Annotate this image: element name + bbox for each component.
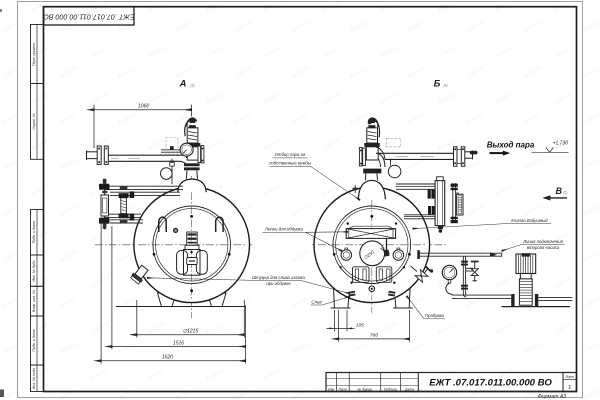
svg-text:Линия подключения: Линия подключения (522, 239, 564, 244)
svg-text:Инв. № дубл.: Инв. № дубл. (32, 260, 36, 282)
svg-text:Б: Б (434, 79, 441, 90)
svg-text:Отбор пара на: Отбор пара на (275, 152, 306, 157)
svg-text:(1): (1) (444, 84, 448, 88)
svg-text:Лист: Лист (337, 387, 347, 391)
svg-text:Продувка: Продувка (425, 313, 445, 318)
svg-text:Дата: Дата (404, 387, 414, 391)
svg-text:780: 780 (370, 333, 378, 339)
svg-text:1060: 1060 (138, 104, 150, 110)
svg-text:Штуцер для слива шлама: Штуцер для слива шлама (252, 275, 305, 280)
svg-text:Формат А3: Формат А3 (538, 394, 566, 400)
svg-text:Взам. инв. №: Взам. инв. № (32, 290, 36, 312)
svg-text:∅1215: ∅1215 (183, 329, 199, 335)
svg-text:1: 1 (568, 385, 571, 391)
svg-text:при обдувке: при обдувке (266, 281, 291, 286)
svg-text:Клапан Вздушный: Клапан Вздушный (511, 218, 548, 223)
svg-text:А: А (179, 79, 187, 90)
svg-text:собственные нужды: собственные нужды (269, 161, 312, 166)
svg-text:Подп. и дата: Подп. и дата (32, 221, 36, 244)
svg-text:Изм: Изм (328, 387, 335, 391)
svg-text:(1): (1) (563, 190, 567, 194)
svg-text:Перв. примен.: Перв. примен. (32, 42, 36, 66)
svg-text:ЕЖТ .07.017.011.00.000 ВО: ЕЖТ .07.017.011.00.000 ВО (43, 12, 135, 21)
svg-text:второго насоса: второго насоса (527, 245, 560, 250)
svg-text:Справ. №: Справ. № (32, 113, 36, 129)
svg-text:(1): (1) (191, 84, 195, 88)
svg-text:Лист: Лист (564, 375, 574, 379)
svg-text:Инв. № подл.: Инв. № подл. (32, 367, 36, 389)
svg-text:Подпись: Подпись (384, 387, 398, 391)
svg-text:∅250: ∅250 (363, 249, 376, 260)
svg-text:Выход пара: Выход пара (487, 141, 535, 150)
svg-text:+1,730: +1,730 (553, 141, 569, 147)
svg-text:1620: 1620 (162, 355, 173, 361)
svg-text:ЕЖТ .07.017.011.00.000 ВО: ЕЖТ .07.017.011.00.000 ВО (429, 377, 552, 388)
svg-text:1516: 1516 (173, 340, 184, 346)
svg-text:Слив: Слив (311, 299, 322, 304)
svg-text:Лючки для обдувки: Лючки для обдувки (264, 227, 304, 232)
svg-text:№ докум.: № докум. (358, 387, 373, 391)
svg-text:В: В (556, 186, 563, 196)
svg-text:105: 105 (356, 322, 364, 328)
svg-text:Подп. и дата: Подп. и дата (32, 329, 36, 352)
